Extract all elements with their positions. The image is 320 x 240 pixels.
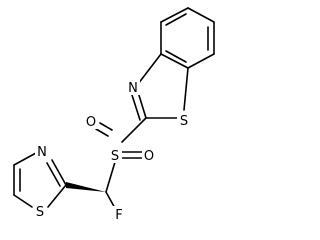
double-bond-inner xyxy=(165,50,187,63)
atom-o-sulfonyl-top: O xyxy=(84,113,98,130)
atom-f-fluoro: F xyxy=(112,206,126,223)
bond xyxy=(13,152,37,166)
bond xyxy=(47,184,67,208)
bond xyxy=(183,67,189,111)
thiazole-ring xyxy=(13,152,67,208)
atom-o-sulfonyl-right: O xyxy=(142,147,156,164)
molecule-diagram: N S S O O N S F xyxy=(13,7,215,223)
bond xyxy=(160,53,189,69)
atom-label: O xyxy=(86,115,96,130)
bond xyxy=(121,117,147,143)
atom-label: F xyxy=(115,208,122,223)
atom-label: O xyxy=(144,149,154,164)
benzene-ring xyxy=(160,7,215,69)
bond xyxy=(137,53,162,85)
double-bond-o-top xyxy=(99,122,113,131)
bond xyxy=(187,53,215,69)
atom-n-benzothiazole: N xyxy=(126,79,140,96)
atom-label: N xyxy=(37,145,47,160)
atom-labels: N S S O O N S F xyxy=(33,79,191,223)
atom-label: S xyxy=(111,149,119,164)
wedge-bond xyxy=(66,182,106,192)
bond xyxy=(105,161,116,193)
atom-label: N xyxy=(128,81,138,96)
atom-s-sulfonyl: S xyxy=(108,147,122,164)
double-bond-inner xyxy=(165,13,187,26)
sulfonyl-group xyxy=(95,117,147,193)
bond xyxy=(187,7,215,23)
atom-s-benzothiazole: S xyxy=(177,112,191,129)
atom-s-thiazole: S xyxy=(33,203,47,220)
double-bond xyxy=(131,94,141,121)
bond xyxy=(137,91,147,119)
atom-label: S xyxy=(180,114,188,129)
bond xyxy=(51,159,67,186)
bond xyxy=(13,194,33,208)
atom-n-thiazole: N xyxy=(35,143,49,160)
atom-label: S xyxy=(36,205,44,220)
bond xyxy=(160,7,189,23)
benzothiazole-five-ring xyxy=(131,53,189,121)
double-bond xyxy=(46,162,61,187)
double-bond-o-top xyxy=(95,128,109,137)
